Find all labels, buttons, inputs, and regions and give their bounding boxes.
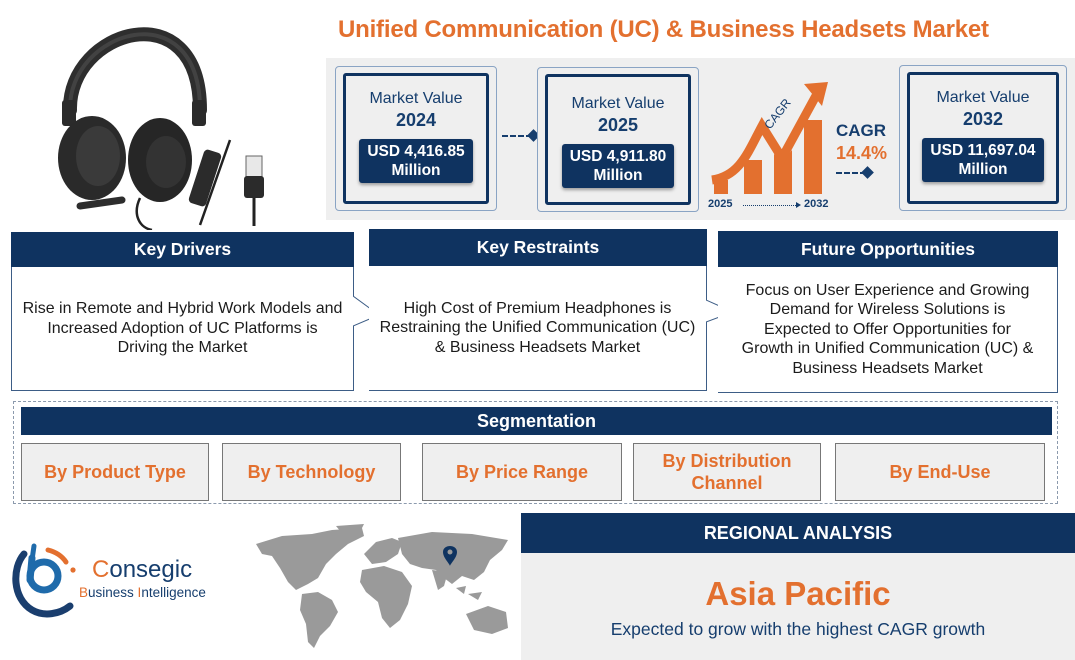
tagline-initial-i: I	[137, 585, 142, 600]
dotted-connector	[502, 129, 540, 142]
future-opportunities-header: Future Opportunities	[718, 231, 1058, 267]
market-value-card-2032: Market Value 2032 USD 11,697.04 Million	[899, 65, 1067, 211]
market-value-label: Market Value	[571, 95, 665, 112]
consegic-logo-icon	[10, 540, 76, 618]
segment-by-end-use[interactable]: By End-Use	[835, 443, 1045, 501]
axis-arrow	[743, 205, 798, 206]
market-value-unit: Million	[391, 162, 441, 179]
region-description: Expected to grow with the highest CAGR g…	[610, 619, 986, 639]
key-drivers-header: Key Drivers	[11, 232, 354, 267]
segment-by-technology[interactable]: By Technology	[222, 443, 401, 501]
logo-tagline: Business Intelligence	[79, 585, 206, 600]
market-value-amount: USD 4,416.85 Million	[359, 139, 473, 183]
cagr-value: 14.4%	[836, 143, 888, 163]
key-restraints-text: High Cost of Premium Headphones is Restr…	[379, 299, 696, 356]
regional-analysis-body: Asia Pacific Expected to grow with the h…	[521, 553, 1075, 660]
market-value-strip: Market Value 2024 USD 4,416.85 Million M…	[326, 58, 1075, 220]
cagr-label: CAGR	[836, 121, 887, 140]
future-opportunities-text: Focus on User Experience and Growing Dem…	[741, 281, 1034, 377]
key-restraints-body: High Cost of Premium Headphones is Restr…	[369, 266, 707, 391]
usb-headset-icon	[40, 0, 300, 232]
logo-initial: C	[92, 556, 110, 583]
axis-start-year: 2025	[708, 198, 733, 210]
segment-by-product-type[interactable]: By Product Type	[21, 443, 209, 501]
cagr-arrow-text: CAGR	[761, 96, 794, 132]
page-title: Unified Communication (UC) & Business He…	[338, 16, 989, 43]
market-value-number: USD 4,416.85	[367, 143, 465, 160]
regional-analysis-header: REGIONAL ANALYSIS	[521, 513, 1075, 553]
market-value-amount: USD 11,697.04 Million	[922, 138, 1044, 182]
world-map-icon	[252, 524, 514, 650]
segment-by-distribution-channel[interactable]: By Distribution Channel	[633, 443, 821, 501]
segmentation-header: Segmentation	[21, 407, 1052, 435]
future-opportunities-body: Focus on User Experience and Growing Dem…	[718, 267, 1058, 393]
market-value-card-2024: Market Value 2024 USD 4,416.85 Million	[335, 66, 497, 211]
axis-end-year: 2032	[804, 198, 829, 210]
axis-arrow-head-icon	[796, 202, 801, 208]
market-value-number: USD 4,911.80	[569, 148, 667, 165]
key-drivers-text: Rise in Remote and Hybrid Work Models an…	[22, 300, 343, 357]
diamond-icon	[861, 166, 874, 179]
market-value-card-2025: Market Value 2025 USD 4,911.80 Million	[537, 67, 699, 212]
cagr-growth-chart-icon: CAGR	[710, 80, 830, 200]
market-value-year: 2025	[597, 115, 639, 135]
market-value-year: 2024	[395, 110, 437, 130]
market-value-label: Market Value	[369, 90, 463, 107]
tagline-intelligence: ntelligence	[141, 585, 206, 600]
market-value-year: 2032	[962, 109, 1004, 129]
market-value-number: USD 11,697.04	[930, 142, 1036, 159]
logo-name: onsegic	[109, 556, 193, 583]
dotted-connector	[836, 166, 874, 179]
region-name: Asia Pacific	[705, 575, 891, 612]
segmentation-frame	[13, 401, 1058, 504]
market-value-unit: Million	[958, 161, 1008, 178]
market-value-label: Market Value	[936, 89, 1030, 106]
segment-by-price-range[interactable]: By Price Range	[422, 443, 622, 501]
tagline-business: usiness	[88, 585, 138, 600]
logo-wordmark: Consegic	[92, 556, 192, 584]
market-value-amount: USD 4,911.80 Million	[561, 144, 675, 188]
market-value-unit: Million	[593, 167, 643, 184]
location-pin-icon	[443, 546, 457, 566]
key-restraints-header: Key Restraints	[369, 229, 707, 266]
key-drivers-body: Rise in Remote and Hybrid Work Models an…	[11, 267, 354, 391]
tagline-initial-b: B	[79, 585, 89, 600]
